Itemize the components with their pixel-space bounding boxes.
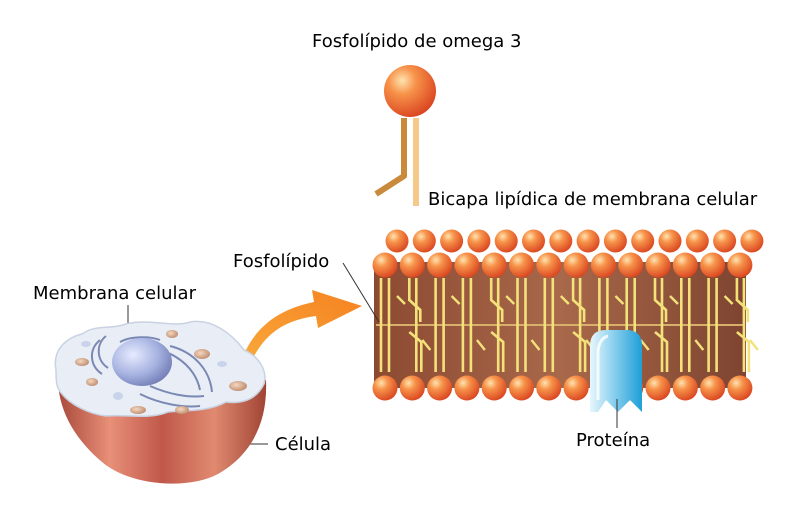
lipid-tail xyxy=(408,331,423,372)
bilayer-head xyxy=(700,252,726,278)
bilayer-head xyxy=(549,229,573,253)
bilayer-head xyxy=(399,252,425,278)
cell-illustration xyxy=(54,320,267,484)
bilayer-head xyxy=(740,229,764,253)
lipid-tail xyxy=(571,278,586,322)
bilayer-head xyxy=(399,375,425,401)
membrane-protein xyxy=(590,330,642,412)
lipid-tail-kink xyxy=(723,295,734,305)
cell-membrane-label: Membrana celular xyxy=(33,283,196,304)
bilayer-head xyxy=(685,229,709,253)
bilayer-head xyxy=(576,229,600,253)
cell-nucleus xyxy=(112,338,172,386)
bilayer-head xyxy=(454,375,480,401)
phospholipid-leader xyxy=(342,262,380,323)
lipid-tail-kink xyxy=(505,295,516,305)
bilayer-head xyxy=(509,252,534,278)
bilayer-head xyxy=(536,252,562,278)
lipid-tail-kink xyxy=(559,295,570,305)
bilayer-tails xyxy=(379,278,759,372)
omega3-tail-bent xyxy=(374,118,407,197)
bilayer-head xyxy=(672,252,698,278)
lipid-tail xyxy=(654,331,669,372)
bilayer-head xyxy=(509,375,534,401)
omega3-head xyxy=(384,65,436,117)
bilayer-head xyxy=(454,252,480,278)
lipid-bilayer xyxy=(372,229,764,412)
cell-vesicles xyxy=(75,330,247,414)
lipid-tail xyxy=(489,278,504,322)
protein-label: Proteína xyxy=(576,430,651,451)
zoom-arrow xyxy=(244,290,362,360)
lipid-bilayer-label: Bicapa lipídica de membrana celular xyxy=(428,189,758,210)
bilayer-head xyxy=(590,252,616,278)
lipid-tail xyxy=(490,331,505,372)
bilayer-head xyxy=(727,375,753,401)
lipid-tail-kink xyxy=(530,339,541,351)
bilayer-head xyxy=(385,229,409,253)
bilayer-head xyxy=(440,229,464,253)
bilayer-head xyxy=(645,252,671,278)
phospholipid-label: Fosfolípido xyxy=(233,251,330,272)
bilayer-head xyxy=(467,229,491,253)
lipid-tail-kink xyxy=(669,295,679,305)
bilayer-heads-top-back xyxy=(385,229,764,253)
bilayer-head xyxy=(412,229,436,253)
omega3-phospholipid xyxy=(374,65,436,206)
lipid-tail-kink xyxy=(421,339,432,351)
bilayer-head xyxy=(727,252,753,278)
lipid-tail-kink xyxy=(450,295,461,305)
cell-label: Célula xyxy=(275,434,332,455)
bilayer-head xyxy=(713,229,737,253)
bilayer-head xyxy=(494,229,518,253)
bilayer-head xyxy=(427,252,453,278)
bilayer-head xyxy=(672,375,698,401)
bilayer-heads-top-front xyxy=(372,252,753,278)
lipid-tail-kink xyxy=(694,339,705,351)
bilayer-head xyxy=(372,252,398,278)
bilayer-head xyxy=(481,375,507,401)
lipid-tail-kink xyxy=(639,339,650,351)
lipid-tail-kink xyxy=(396,295,406,305)
lipid-tail-kink xyxy=(475,339,486,351)
bilayer-head xyxy=(563,252,589,278)
lipid-tail-kink xyxy=(748,339,759,351)
lipid-tail xyxy=(735,278,750,322)
protein-shape xyxy=(590,330,642,412)
bilayer-head xyxy=(522,229,545,253)
bilayer-head xyxy=(427,375,453,401)
bilayer-head xyxy=(563,375,589,401)
bilayer-head xyxy=(618,252,644,278)
lipid-tail xyxy=(653,278,668,322)
bilayer-head xyxy=(631,229,655,253)
bilayer-head xyxy=(372,375,398,401)
bilayer-head xyxy=(645,375,671,401)
bilayer-head xyxy=(536,375,562,401)
lipid-tail xyxy=(408,278,422,322)
bilayer-head xyxy=(603,229,627,253)
lipid-tail-kink xyxy=(614,295,625,305)
lipid-tail xyxy=(572,331,587,372)
bilayer-head xyxy=(658,229,682,253)
bilayer-head xyxy=(481,252,507,278)
bilayer-head xyxy=(700,375,726,401)
omega3-phospholipid-label: Fosfolípido de omega 3 xyxy=(312,31,522,52)
lipid-tail xyxy=(736,331,751,372)
